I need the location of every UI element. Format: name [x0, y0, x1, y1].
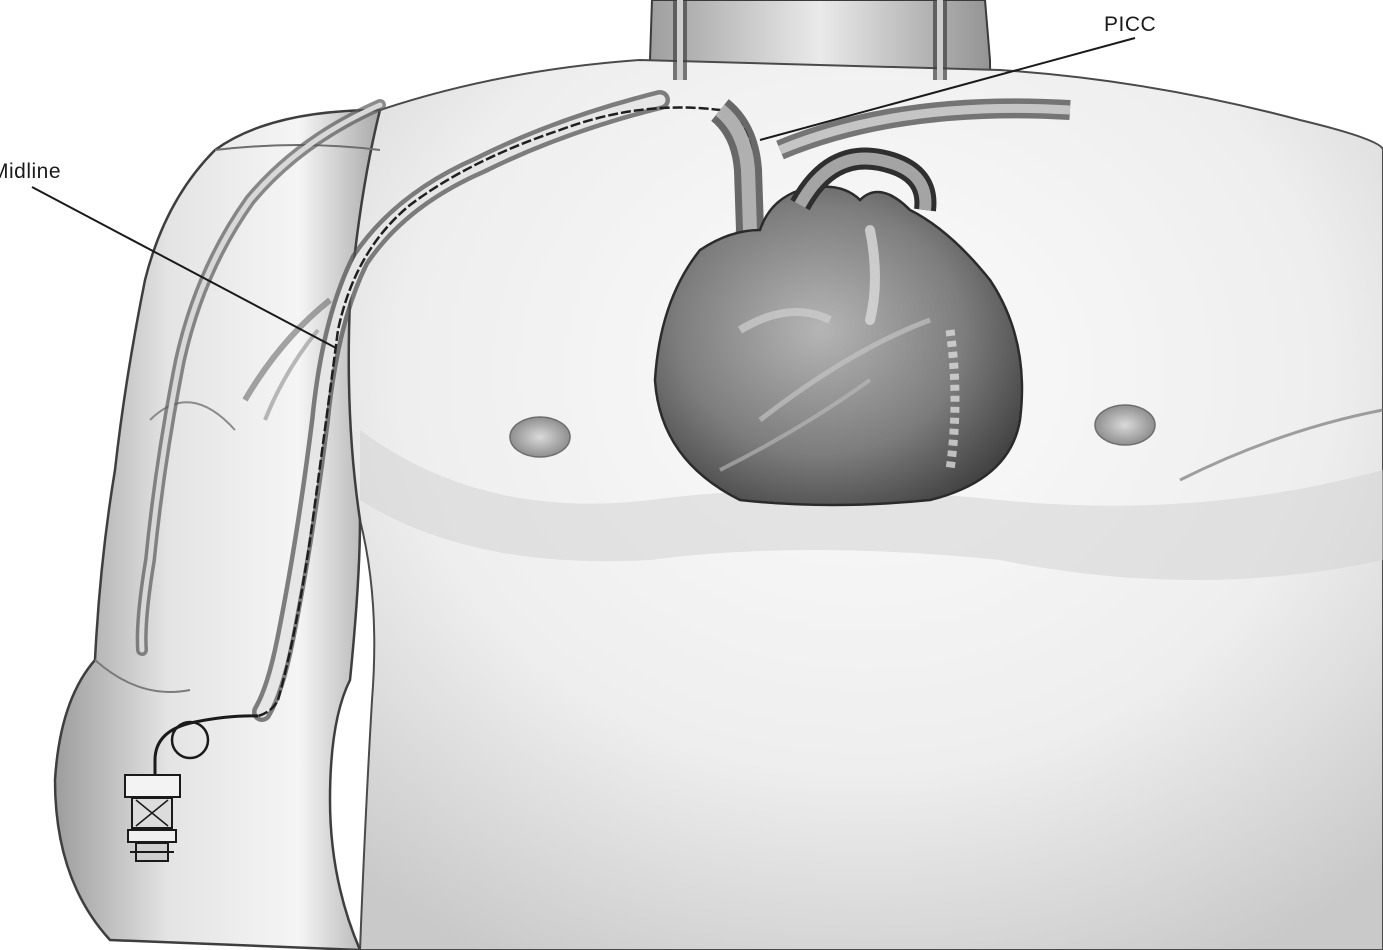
- right-nipple: [510, 417, 570, 457]
- midline-label-box: Midline: [0, 160, 100, 184]
- picc-label: PICC: [1104, 13, 1156, 37]
- midline-label: Midline: [0, 160, 61, 184]
- right-arm: [55, 110, 380, 950]
- left-nipple: [1095, 405, 1155, 445]
